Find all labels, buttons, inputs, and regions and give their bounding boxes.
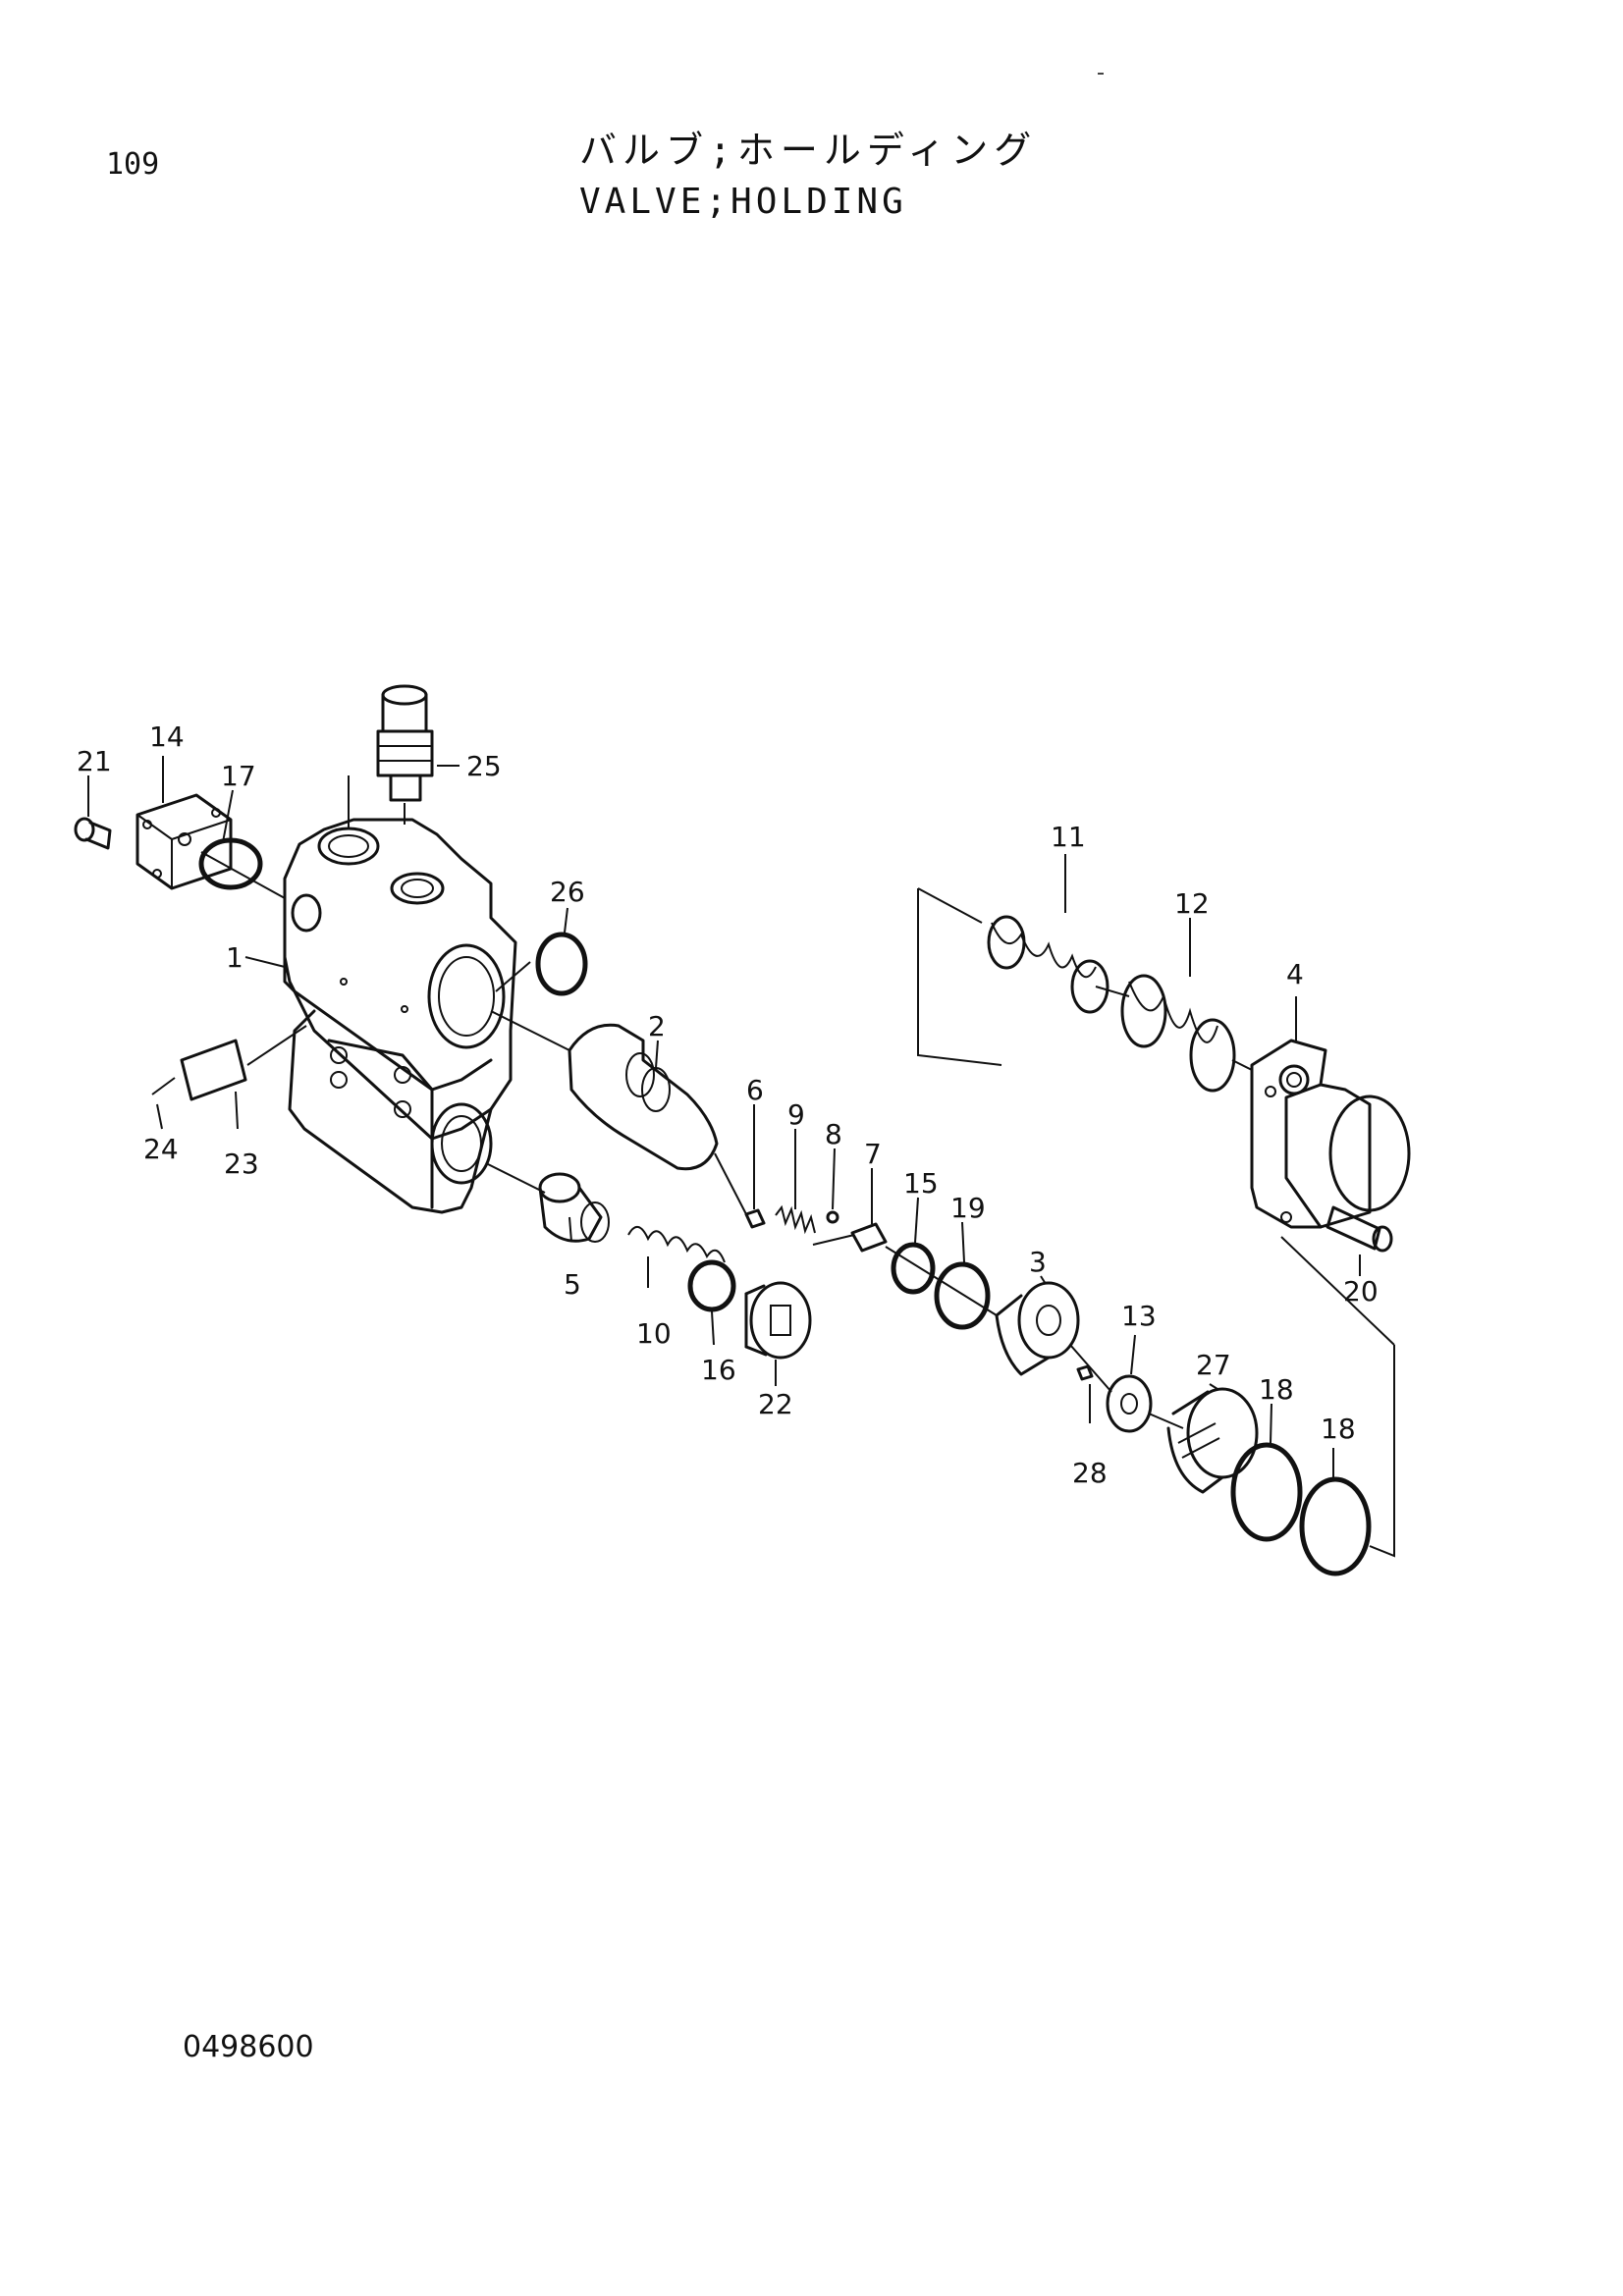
callout-18-a: 18 xyxy=(1259,1373,1294,1406)
callout-numbers: 21 14 17 25 26 1 2 6 9 8 7 15 19 3 13 27… xyxy=(77,721,1379,1489)
callout-18-b: 18 xyxy=(1321,1413,1356,1445)
bolt-20 xyxy=(1325,1205,1393,1253)
spring-9 xyxy=(775,1204,816,1235)
page-number: 109 xyxy=(106,147,160,182)
o-ring-18-b xyxy=(1299,1476,1372,1576)
piston-3 xyxy=(995,1281,1080,1376)
callout-22: 22 xyxy=(758,1388,793,1420)
callout-16: 16 xyxy=(701,1354,736,1386)
o-ring-18-a xyxy=(1230,1442,1303,1542)
callout-2: 2 xyxy=(648,1010,666,1042)
callout-3: 3 xyxy=(1029,1246,1047,1278)
sleeve-27 xyxy=(1166,1387,1259,1494)
washer-13 xyxy=(1106,1374,1153,1433)
callout-12: 12 xyxy=(1174,887,1210,920)
callout-5: 5 xyxy=(564,1268,581,1301)
callout-6: 6 xyxy=(746,1074,764,1106)
callout-27: 27 xyxy=(1196,1349,1231,1381)
relief-valve-25 xyxy=(376,684,434,802)
backup-ring-19 xyxy=(934,1261,991,1330)
o-ring-15 xyxy=(891,1242,936,1295)
seat-7 xyxy=(850,1222,888,1253)
callout-23: 23 xyxy=(224,1148,259,1180)
cover-4 xyxy=(1250,1039,1411,1229)
callout-4: 4 xyxy=(1286,958,1304,990)
callout-8: 8 xyxy=(825,1118,842,1150)
callout-28: 28 xyxy=(1072,1457,1108,1489)
ball-8 xyxy=(826,1210,839,1224)
valve-body xyxy=(283,818,517,1214)
callout-24: 24 xyxy=(143,1133,179,1165)
callout-14: 14 xyxy=(149,721,185,753)
cap-screw-21 xyxy=(74,817,112,850)
plug-22 xyxy=(744,1281,812,1360)
spring-11 xyxy=(987,915,1109,1014)
callout-7: 7 xyxy=(864,1138,882,1170)
callout-19: 19 xyxy=(950,1192,986,1224)
title-japanese: バルブ;ホールディング xyxy=(579,129,1038,172)
callout-21: 21 xyxy=(77,745,112,777)
callout-1: 1 xyxy=(226,941,243,974)
callout-25: 25 xyxy=(466,750,502,782)
callout-26: 26 xyxy=(550,876,585,908)
callout-17: 17 xyxy=(221,760,256,792)
callout-9: 9 xyxy=(787,1098,805,1131)
pin-6 xyxy=(744,1208,766,1229)
drawing-code: 0498600 xyxy=(183,2030,314,2064)
assembly-lines xyxy=(200,803,1395,1558)
poppet-2 xyxy=(568,1023,719,1171)
title-english: VALVE;HOLDING xyxy=(579,182,907,222)
o-ring-17 xyxy=(198,837,263,890)
spring-10 xyxy=(627,1226,726,1263)
callout-leaders xyxy=(87,756,1361,1477)
nameplate-23 xyxy=(180,1039,247,1101)
callout-15: 15 xyxy=(903,1167,939,1200)
o-ring-16 xyxy=(687,1259,736,1312)
callout-10: 10 xyxy=(636,1317,672,1350)
callout-13: 13 xyxy=(1121,1300,1157,1332)
check-poppet-5 xyxy=(538,1172,610,1243)
o-ring-26 xyxy=(535,932,588,996)
pin-28 xyxy=(1076,1364,1094,1381)
callout-20: 20 xyxy=(1343,1275,1379,1308)
spring-12 xyxy=(1120,974,1236,1093)
rivet-24 xyxy=(151,1077,176,1095)
callout-11: 11 xyxy=(1051,821,1086,853)
scan-speck xyxy=(1098,73,1104,75)
